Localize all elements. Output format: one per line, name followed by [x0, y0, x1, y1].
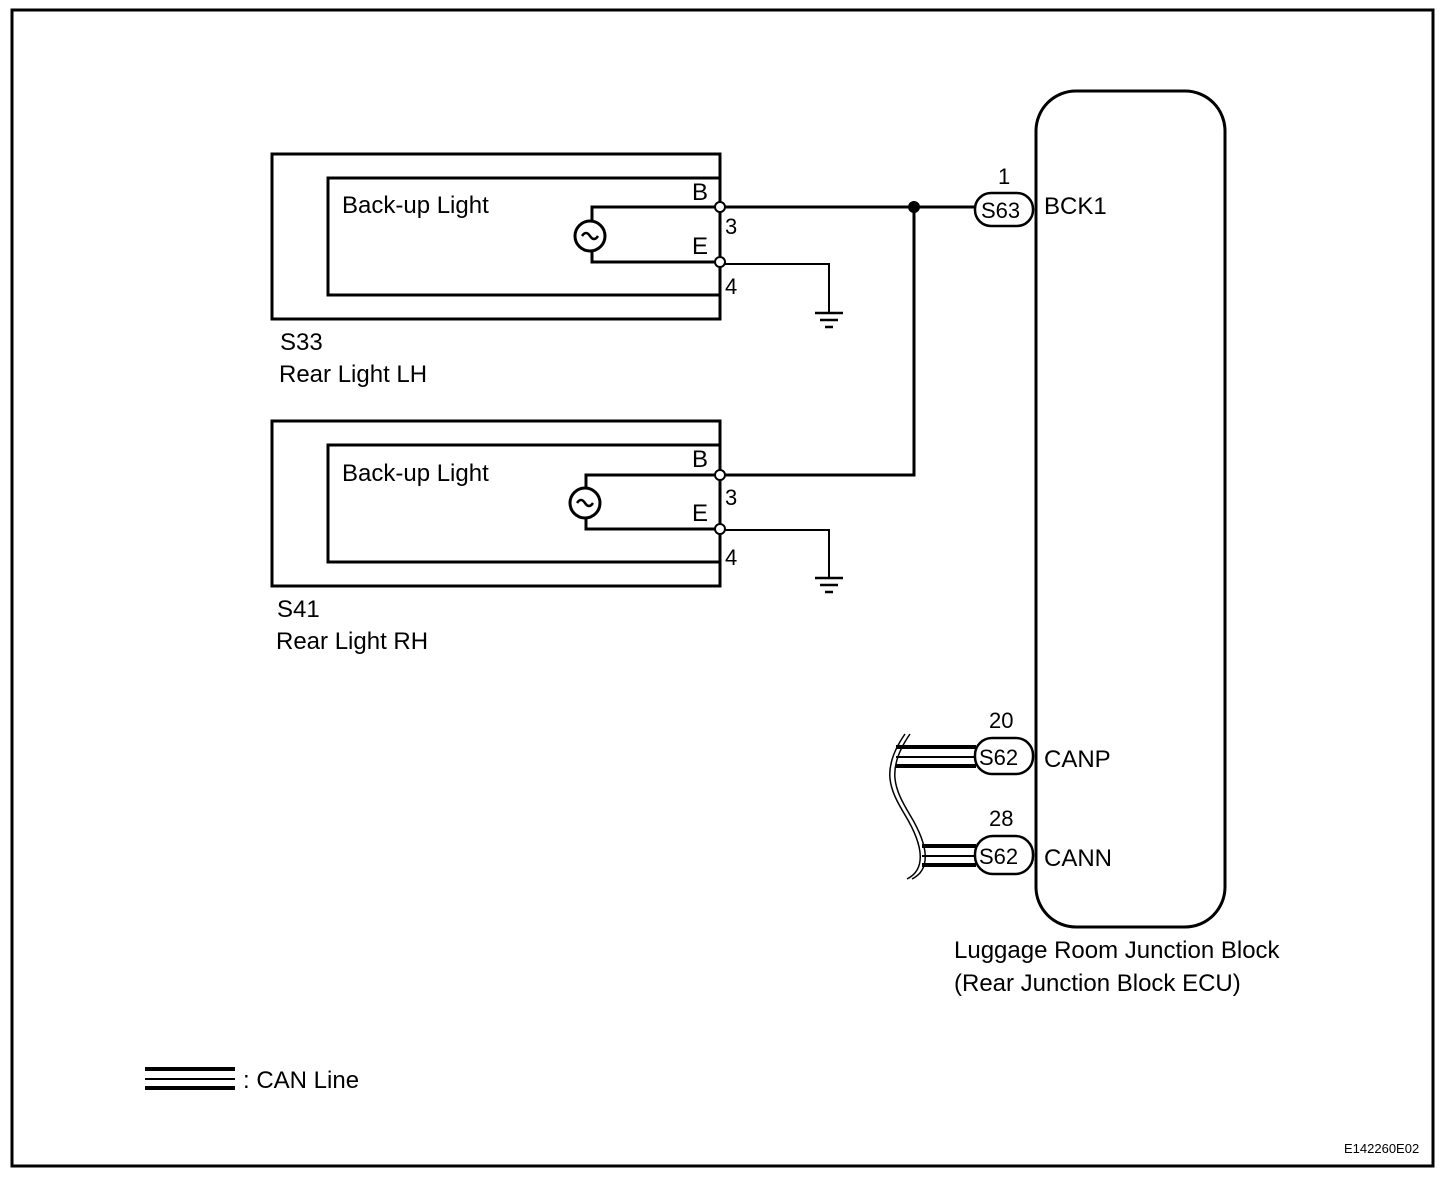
component-rear-light-rh: Back-up Light B 3 E 4 S41 Rear Light RH: [270, 419, 737, 655]
inner-label: Back-up Light: [342, 460, 489, 487]
signal-name: CANN: [1044, 845, 1112, 872]
terminal-pin-3: 3: [725, 485, 737, 510]
pin-b-terminal: [714, 201, 726, 213]
terminal-pin-4: 4: [725, 545, 737, 570]
ground-icon: [725, 263, 843, 329]
bulb-icon: [568, 486, 602, 520]
component-name: Rear Light LH: [279, 361, 427, 388]
bulb-icon: [573, 219, 607, 253]
splice-point: [908, 201, 920, 213]
component-id: S33: [280, 329, 323, 356]
component-rear-light-lh: Back-up Light B 3 E 4 S33 Rear Light LH: [270, 152, 737, 388]
can-line-legend-icon: [145, 1067, 235, 1090]
pin-e-terminal: [714, 256, 726, 268]
connector-badge: [973, 191, 1035, 228]
ecu-body: [1034, 89, 1227, 929]
legend-label: : CAN Line: [243, 1067, 359, 1094]
connector-id: S62: [979, 745, 1018, 770]
pin-e-terminal: [714, 523, 726, 535]
connector-id: S62: [979, 844, 1018, 869]
pin-number: 1: [998, 164, 1010, 189]
connector-id: S63: [981, 198, 1020, 223]
can-line-canp: [896, 745, 976, 768]
terminal-letter-b: B: [692, 446, 708, 473]
terminal-letter-b: B: [692, 179, 708, 206]
pin-number: 20: [989, 708, 1013, 733]
component-name: Rear Light RH: [276, 628, 428, 655]
pin-b-terminal: [714, 469, 726, 481]
inner-label: Back-up Light: [342, 192, 489, 219]
component-id: S41: [277, 596, 320, 623]
legend: : CAN Line: [145, 1067, 359, 1094]
signal-name: CANP: [1044, 746, 1111, 773]
can-line-cann: [922, 844, 976, 867]
ground-icon: [725, 529, 843, 594]
signal-name: BCK1: [1044, 193, 1107, 220]
backup-light-signal-wire: [725, 201, 976, 477]
pin-number: 28: [989, 806, 1013, 831]
ecu-name-line2: (Rear Junction Block ECU): [954, 970, 1241, 997]
terminal-pin-4: 4: [725, 274, 737, 299]
terminal-letter-e: E: [692, 233, 708, 260]
terminal-pin-3: 3: [725, 214, 737, 239]
inner-backup-light-box: [326, 443, 722, 564]
ecu-luggage-room-junction-block: 1 S63 BCK1 20 S62 CANP 28 S62 CANN Lugga…: [954, 89, 1281, 997]
wire-break-symbol: [889, 733, 926, 880]
diagram-frame: [10, 8, 1435, 1168]
drawing-id: E142260E02: [1344, 1141, 1419, 1156]
inner-backup-light-box: [326, 176, 722, 297]
ecu-name-line1: Luggage Room Junction Block: [954, 937, 1281, 964]
terminal-letter-e: E: [692, 500, 708, 527]
